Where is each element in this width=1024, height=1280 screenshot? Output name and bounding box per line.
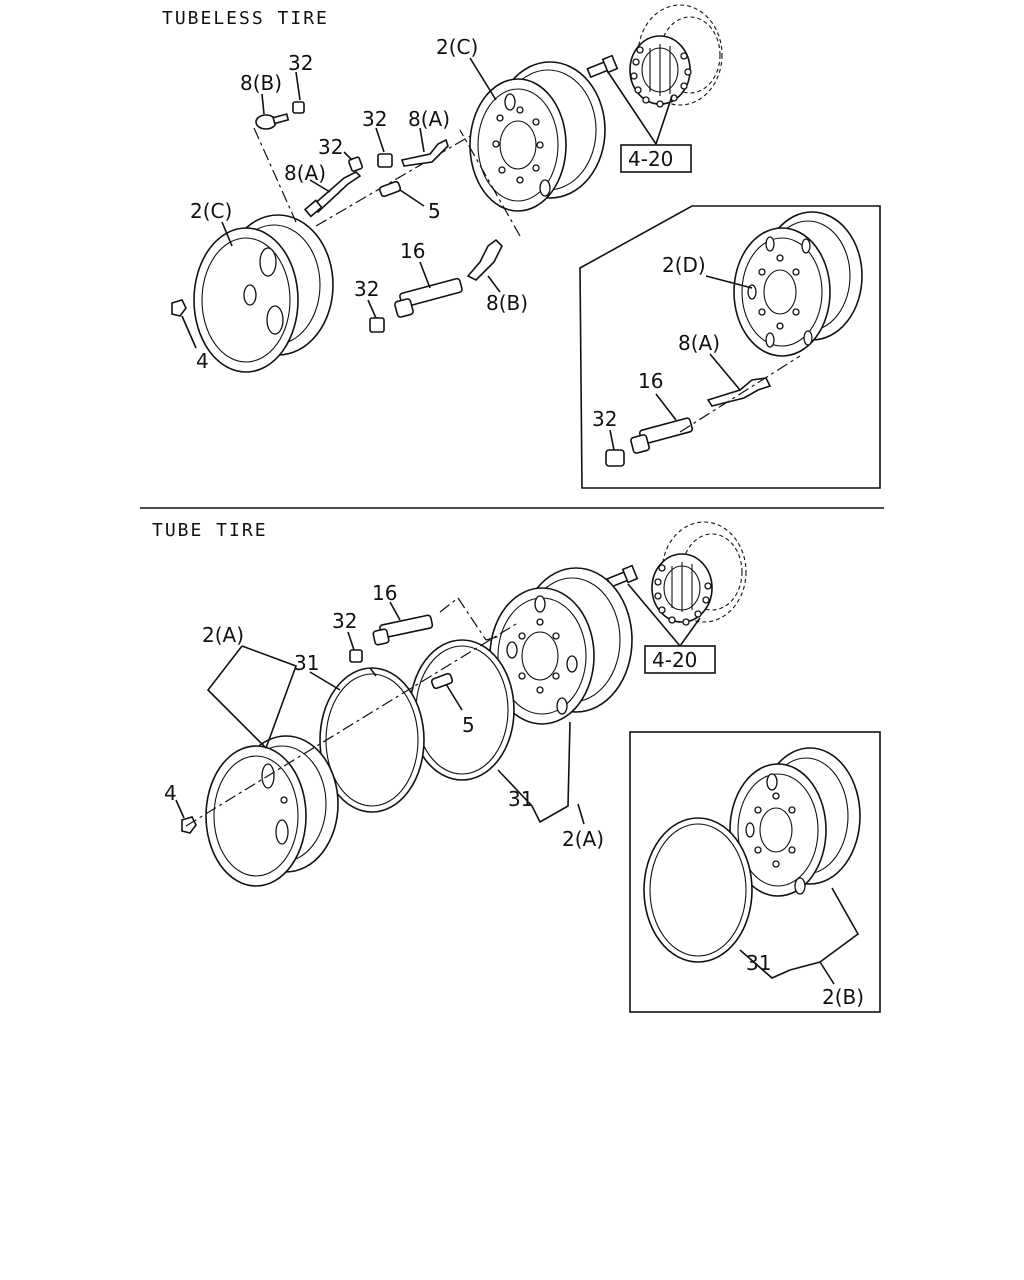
label-2c-top: 2(C) <box>436 35 478 59</box>
label-2a-top: 2(A) <box>202 623 244 647</box>
label-4-tube: 4 <box>164 781 177 805</box>
label-16-tube: 16 <box>372 581 397 605</box>
label-5-upper: 5 <box>428 199 441 223</box>
lock-ring-31-left <box>319 667 425 813</box>
reference-box-4-20-upper <box>620 144 692 173</box>
tubeless-tire-section: TUBELESS TIRE 4-20 <box>162 4 881 489</box>
label-32-inset: 32 <box>592 407 617 431</box>
label-16-upper: 16 <box>400 239 425 263</box>
label-16-inset: 16 <box>638 369 663 393</box>
label-32-mid: 32 <box>362 107 387 131</box>
wheel-2a-outer <box>489 567 633 725</box>
label-5-tube: 5 <box>462 713 475 737</box>
ref-4-20-lower-label: 4-20 <box>652 648 697 672</box>
tube-tire-title: TUBE TIRE <box>152 520 268 541</box>
valve-8b-low <box>466 238 503 281</box>
label-8a-left: 8(A) <box>284 161 326 185</box>
label-2b: 2(B) <box>822 985 864 1009</box>
extension-16-lower <box>372 614 434 646</box>
nut-4-lower <box>181 816 197 834</box>
inset-box-2b <box>629 731 881 1013</box>
extension-8a-left <box>303 171 362 218</box>
label-32-low: 32 <box>354 277 379 301</box>
inset-box-2d <box>579 205 881 489</box>
label-8b-top: 8(B) <box>240 71 282 95</box>
label-2a-low: 2(A) <box>562 827 604 851</box>
label-32-tube: 32 <box>332 609 357 633</box>
cap-32-tube <box>349 649 363 663</box>
tubeless-tire-title: TUBELESS TIRE <box>162 8 329 29</box>
wheel-hub-upper <box>629 4 723 108</box>
cap-32-top <box>292 101 305 114</box>
hub-bolt-upper <box>586 54 619 79</box>
label-31-inset: 31 <box>746 951 771 975</box>
label-2d: 2(D) <box>662 253 706 277</box>
cap-32-low <box>369 317 385 333</box>
label-32-left: 32 <box>318 135 343 159</box>
wheel-hub-lower <box>651 521 747 626</box>
valve-stem-5-upper <box>378 180 402 198</box>
label-8b-low: 8(B) <box>486 291 528 315</box>
label-2c-left: 2(C) <box>190 199 232 223</box>
valve-stem-5-lower <box>430 672 454 690</box>
wheel-2c-lower <box>193 214 334 373</box>
cap-32-mid <box>377 153 393 168</box>
extension-8a-mid <box>400 138 449 167</box>
label-4-upper: 4 <box>196 349 209 373</box>
label-31-top: 31 <box>294 651 319 675</box>
tube-tire-section: TUBE TIRE 4-20 <box>152 520 881 1013</box>
wheel-2a-inner <box>205 735 339 887</box>
label-8a-mid: 8(A) <box>408 107 450 131</box>
label-32-top: 32 <box>288 51 313 75</box>
label-31-low: 31 <box>508 787 533 811</box>
reference-box-4-20-lower <box>644 645 716 674</box>
nut-4-upper <box>171 299 187 317</box>
ref-4-20-upper-label: 4-20 <box>628 147 673 171</box>
label-8a-inset: 8(A) <box>678 331 720 355</box>
wheel-2c-upper <box>469 61 606 212</box>
valve-8b-top <box>255 113 290 130</box>
cap-32-left <box>348 156 363 172</box>
